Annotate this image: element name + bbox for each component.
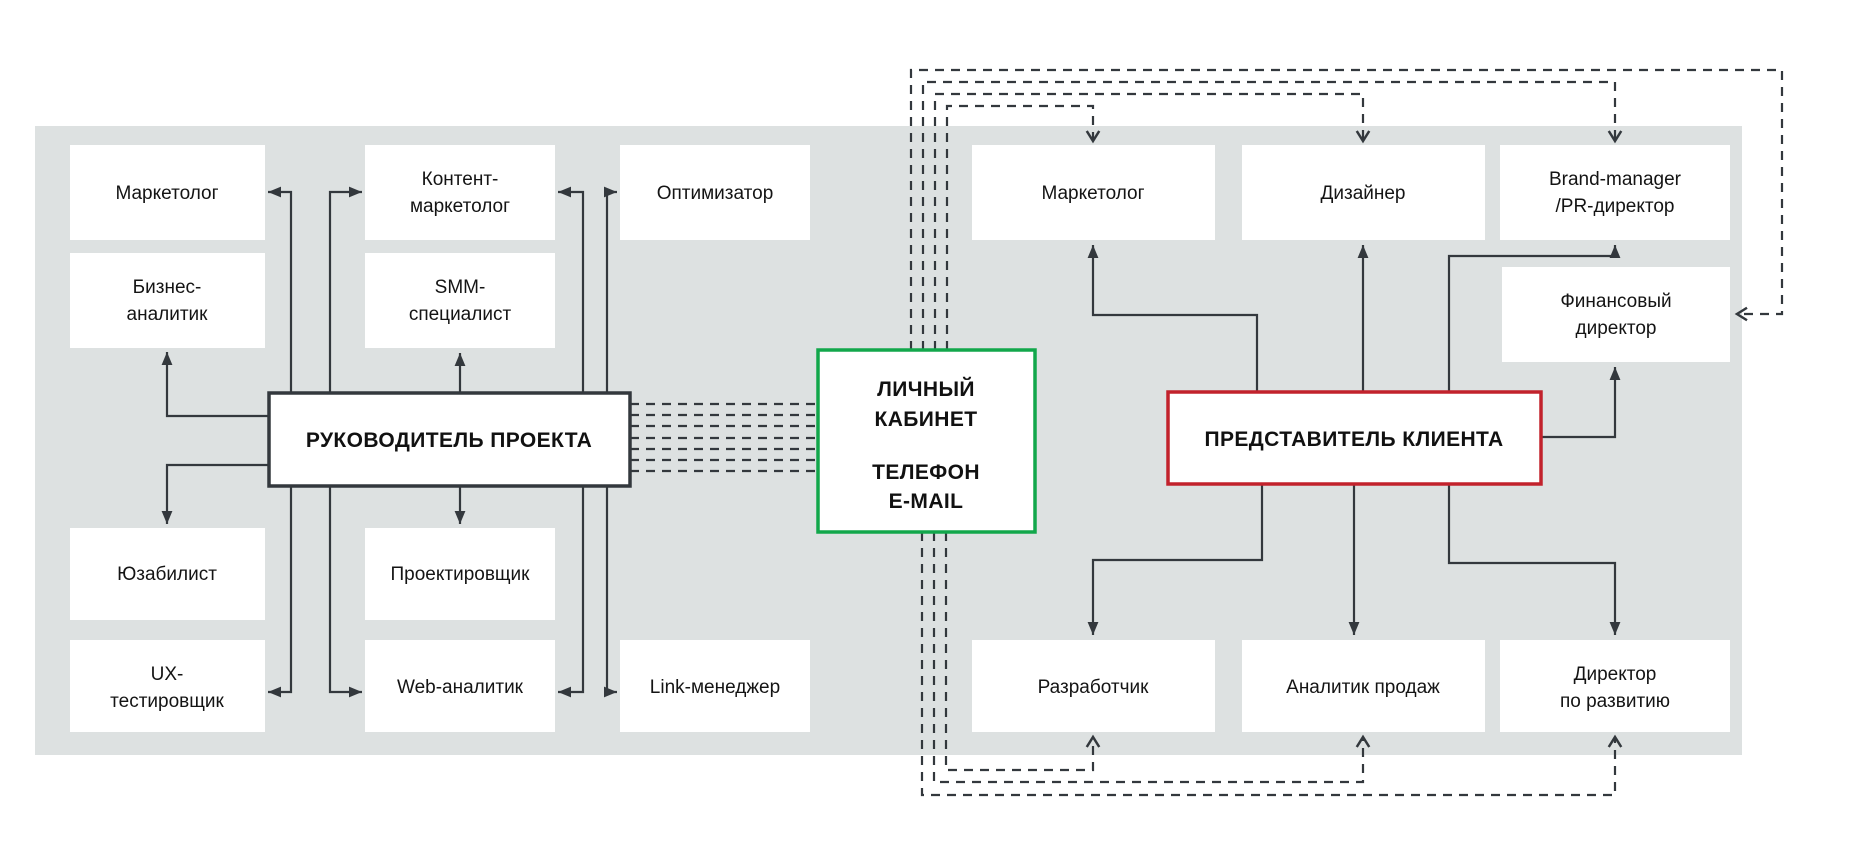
team-optimizator-label: Оптимизатор (657, 183, 774, 204)
representative-to-brand-manager-arrow (1447, 245, 1621, 392)
hub-to-financial-director-dashed (909, 68, 1784, 350)
client-financial-director-box (1502, 267, 1730, 362)
team-box-link-manager: Link-менеджер (620, 640, 810, 732)
team-business-analyst-box (70, 253, 265, 348)
team-business-analyst-line2: аналитик (127, 304, 209, 325)
team-box-marketolog: Маркетолог (70, 145, 265, 240)
team-planner-box (365, 528, 555, 620)
hub-to-development-director-dashed (920, 532, 1623, 797)
project-manager-label: РУКОВОДИТЕЛЬ ПРОЕКТА (306, 429, 592, 452)
project-manager-node: РУКОВОДИТЕЛЬ ПРОЕКТА (267, 391, 632, 488)
client-boxes: Маркетолог Дизайнер Brand-manager /PR-ди… (972, 145, 1730, 732)
pm-to-ux-tester-arrow (268, 486, 293, 698)
client-developer-box (972, 640, 1215, 732)
hub-to-client-marketolog-dashed (945, 104, 1101, 350)
personal-account-hub: ЛИЧНЫЙ КАБИНЕТ ТЕЛЕФОН E-MAIL (816, 348, 1037, 534)
pm-to-link-manager-arrow (604, 486, 617, 698)
team-box-optimizator: Оптимизатор (620, 145, 810, 240)
representative-to-marketolog-arrow (1087, 245, 1259, 392)
client-box-designer: Дизайнер (1242, 145, 1485, 240)
team-planner-label: Проектировщик (391, 564, 531, 585)
client-representative-node: ПРЕДСТАВИТЕЛЬ КЛИЕНТА (1166, 390, 1543, 486)
team-web-analyst-label: Web-аналитик (397, 677, 524, 698)
client-box-developer: Разработчик (972, 640, 1215, 732)
client-brand-manager-line1: Brand-manager (1549, 169, 1682, 190)
hub-line3: ТЕЛЕФОН (872, 461, 980, 484)
client-designer-label: Дизайнер (1321, 183, 1406, 204)
team-box-usability: Юзабилист (70, 528, 265, 620)
team-boxes: Маркетолог Контент- маркетолог Оптимизат… (70, 145, 810, 732)
team-box-smm-specialist: SMM- специалист (365, 253, 555, 348)
client-box-development-director: Директор по развитию (1500, 640, 1730, 732)
team-box-ux-tester: UX- тестировщик (70, 640, 265, 732)
team-box-business-analyst: Бизнес- аналитик (70, 253, 265, 348)
team-content-marketolog-line1: Контент- (422, 169, 499, 190)
client-box-financial-director: Финансовый директор (1502, 267, 1730, 362)
hub-dashed-links (630, 68, 1784, 797)
team-link-manager-box (620, 640, 810, 732)
team-content-marketolog-line2: маркетолог (410, 196, 510, 217)
client-sales-analyst-box (1242, 640, 1485, 732)
client-marketolog-label: Маркетолог (1041, 183, 1144, 204)
representative-to-developer-arrow (1087, 484, 1264, 635)
pm-to-business-analyst-arrow (161, 352, 269, 418)
hub-box (816, 348, 1037, 534)
team-box-content-marketolog: Контент- маркетолог (365, 145, 555, 240)
team-optimizator-box (620, 145, 810, 240)
hub-to-designer-dashed (933, 92, 1371, 350)
team-ux-tester-box (70, 640, 265, 732)
team-link-manager-label: Link-менеджер (650, 677, 780, 698)
representative-to-development-director-arrow (1447, 484, 1621, 635)
client-marketolog-box (972, 145, 1215, 240)
client-sales-analyst-label: Аналитик продаж (1286, 677, 1440, 698)
team-solid-links (161, 186, 617, 698)
hub-line4: E-MAIL (889, 490, 964, 513)
pm-to-usability-arrow (161, 463, 269, 524)
hub-line2: КАБИНЕТ (875, 408, 978, 431)
team-ux-tester-line2: тестировщик (110, 691, 224, 712)
pm-to-web-analyst-right-arrow (558, 486, 585, 698)
hub-to-brand-manager-dashed (921, 80, 1623, 350)
pm-to-content-marketolog-right-arrow (558, 186, 585, 393)
representative-to-financial-director-arrow (1541, 367, 1621, 439)
pm-to-content-marketolog-left-arrow (328, 186, 362, 393)
team-marketolog-label: Маркетолог (115, 183, 218, 204)
team-box-planner: Проектировщик (365, 528, 555, 620)
team-smm-line2: специалист (409, 304, 512, 325)
client-box-marketolog: Маркетолог (972, 145, 1215, 240)
team-content-marketolog-box (365, 145, 555, 240)
team-usability-label: Юзабилист (117, 564, 217, 585)
client-development-director-box (1500, 640, 1730, 732)
team-business-analyst-line1: Бизнес- (133, 277, 202, 298)
client-representative-box (1166, 390, 1543, 486)
client-developer-label: Разработчик (1038, 677, 1149, 698)
client-brand-manager-line2: /PR-директор (1556, 196, 1675, 217)
team-marketolog-box (70, 145, 265, 240)
hub-to-developer-dashed (944, 532, 1101, 772)
hub-to-sales-analyst-dashed (932, 532, 1371, 784)
team-smm-line1: SMM- (435, 277, 486, 298)
client-box-brand-manager: Brand-manager /PR-директор (1500, 145, 1730, 240)
client-designer-box (1242, 145, 1485, 240)
team-usability-box (70, 528, 265, 620)
client-development-director-line2: по развитию (1560, 691, 1670, 712)
project-manager-box (267, 391, 632, 488)
pm-to-optimizator-arrow (604, 186, 617, 393)
team-box-web-analyst: Web-аналитик (365, 640, 555, 732)
client-solid-links (1087, 245, 1621, 635)
client-financial-director-line1: Финансовый (1560, 291, 1671, 312)
client-financial-director-line2: директор (1576, 318, 1657, 339)
client-brand-manager-box (1500, 145, 1730, 240)
client-box-sales-analyst: Аналитик продаж (1242, 640, 1485, 732)
team-ux-tester-line1: UX- (151, 664, 184, 685)
team-web-analyst-box (365, 640, 555, 732)
pm-to-web-analyst-left-arrow (328, 486, 362, 698)
client-development-director-line1: Директор (1574, 664, 1657, 685)
client-representative-label: ПРЕДСТАВИТЕЛЬ КЛИЕНТА (1204, 428, 1503, 451)
team-smm-box (365, 253, 555, 348)
hub-line1: ЛИЧНЫЙ (877, 377, 975, 401)
pm-to-marketolog-arrow (268, 186, 293, 393)
